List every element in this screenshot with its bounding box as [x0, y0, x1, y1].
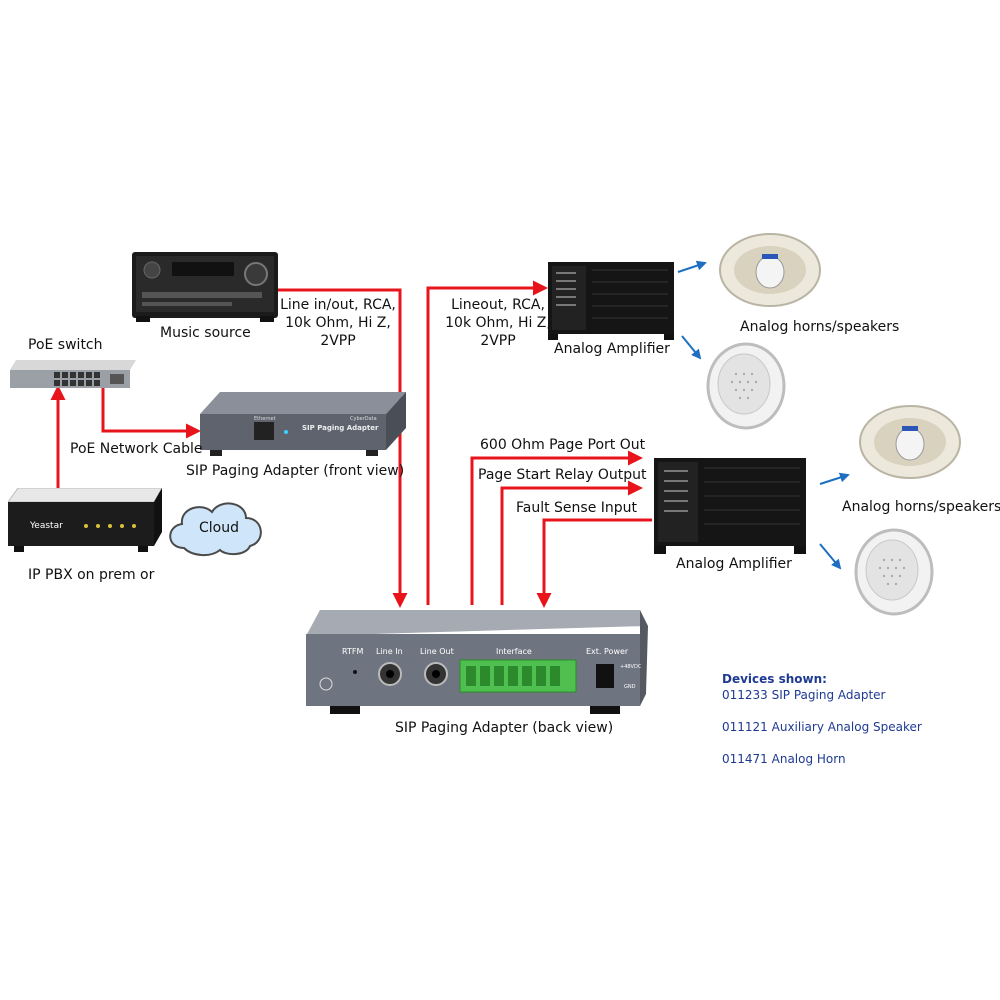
label-poe-switch: PoE switch: [28, 337, 103, 353]
amplifier-2: [654, 458, 806, 554]
wire-switch-to-front: [101, 388, 201, 439]
back-48v-label: +48VDC: [620, 664, 642, 670]
back-line-in-label: Line In: [376, 647, 403, 656]
label-poe-cable: PoE Network Cable: [70, 441, 203, 457]
label-horns2: Analog horns/speakers: [842, 499, 1000, 515]
label-relay-out: Page Start Relay Output: [478, 467, 647, 483]
label-sip-back: SIP Paging Adapter (back view): [395, 720, 614, 736]
label-line-inout-2: 10k Ohm, Hi Z,: [285, 315, 391, 331]
amplifier-1: [548, 262, 674, 340]
arrow-amp1-horn: [677, 260, 707, 273]
poe-switch: [10, 360, 136, 388]
devices-shown-heading: Devices shown:: [722, 672, 827, 686]
music-source-receiver: [132, 252, 278, 322]
arrow-amp2-horn: [819, 472, 850, 485]
label-line-inout: Line in/out, RCA, 10k Ohm, Hi Z, 2VPP: [276, 296, 400, 350]
arrow-amp2-speaker: [819, 543, 842, 570]
label-horns1: Analog horns/speakers: [740, 319, 900, 335]
devices-shown-list: Devices shown: 011233 SIP Paging Adapter…: [722, 672, 922, 768]
wire-fault-sense: [536, 518, 652, 608]
label-line-inout-3: 2VPP: [320, 333, 356, 349]
label-lineout-3: 2VPP: [480, 333, 516, 349]
label-fault-sense: Fault Sense Input: [516, 500, 638, 516]
wire-adapter-to-amp1: [426, 280, 548, 605]
sip-adapter-front: SIP Paging Adapter Ethernet CyberData: [200, 392, 406, 456]
wire-relay-output: [500, 480, 643, 605]
front-ethernet-label: Ethernet: [254, 416, 276, 422]
label-line-inout-1: Line in/out, RCA,: [280, 297, 396, 313]
label-music-source: Music source: [160, 325, 251, 341]
label-lineout: Lineout, RCA, 10k Ohm, Hi Z, 2VPP: [436, 296, 560, 350]
front-panel-title: SIP Paging Adapter: [302, 424, 379, 432]
back-gnd-label: GND: [624, 684, 636, 690]
wire-page-port: [470, 450, 643, 605]
pbx-brand: Yeastar: [29, 521, 63, 531]
arrow-amp1-speaker: [681, 335, 702, 360]
label-ip-pbx: IP PBX on prem or: [28, 567, 155, 583]
ip-pbx-device: Yeastar: [8, 488, 162, 552]
devices-shown-item-2: 011121 Auxiliary Analog Speaker: [722, 720, 922, 734]
label-sip-front: SIP Paging Adapter (front view): [186, 463, 405, 479]
sip-adapter-back: RTFM Line In Line Out Interface Ext. Pow…: [306, 610, 648, 714]
label-lineout-2: 10k Ohm, Hi Z,: [445, 315, 551, 331]
label-cloud: Cloud: [199, 520, 239, 536]
back-ext-power-label: Ext. Power: [586, 647, 629, 656]
label-amp2: Analog Amplifier: [676, 556, 792, 572]
back-line-out-label: Line Out: [420, 647, 454, 656]
analog-speaker-1: [706, 342, 786, 430]
analog-horn-1: [719, 233, 821, 307]
label-amp1: Analog Amplifier: [554, 341, 670, 357]
label-page-port: 600 Ohm Page Port Out: [480, 437, 646, 453]
analog-speaker-2: [854, 528, 934, 616]
back-interface-label: Interface: [496, 647, 532, 656]
devices-shown-item-1: 011233 SIP Paging Adapter: [722, 688, 886, 702]
back-rtfm-label: RTFM: [342, 647, 363, 656]
label-lineout-1: Lineout, RCA,: [451, 297, 545, 313]
devices-shown-item-3: 011471 Analog Horn: [722, 752, 846, 766]
front-brand: CyberData: [350, 416, 377, 422]
wire-music-to-adapter: [278, 288, 408, 608]
analog-horn-2: [859, 405, 961, 479]
cloud-shape: [169, 502, 262, 556]
